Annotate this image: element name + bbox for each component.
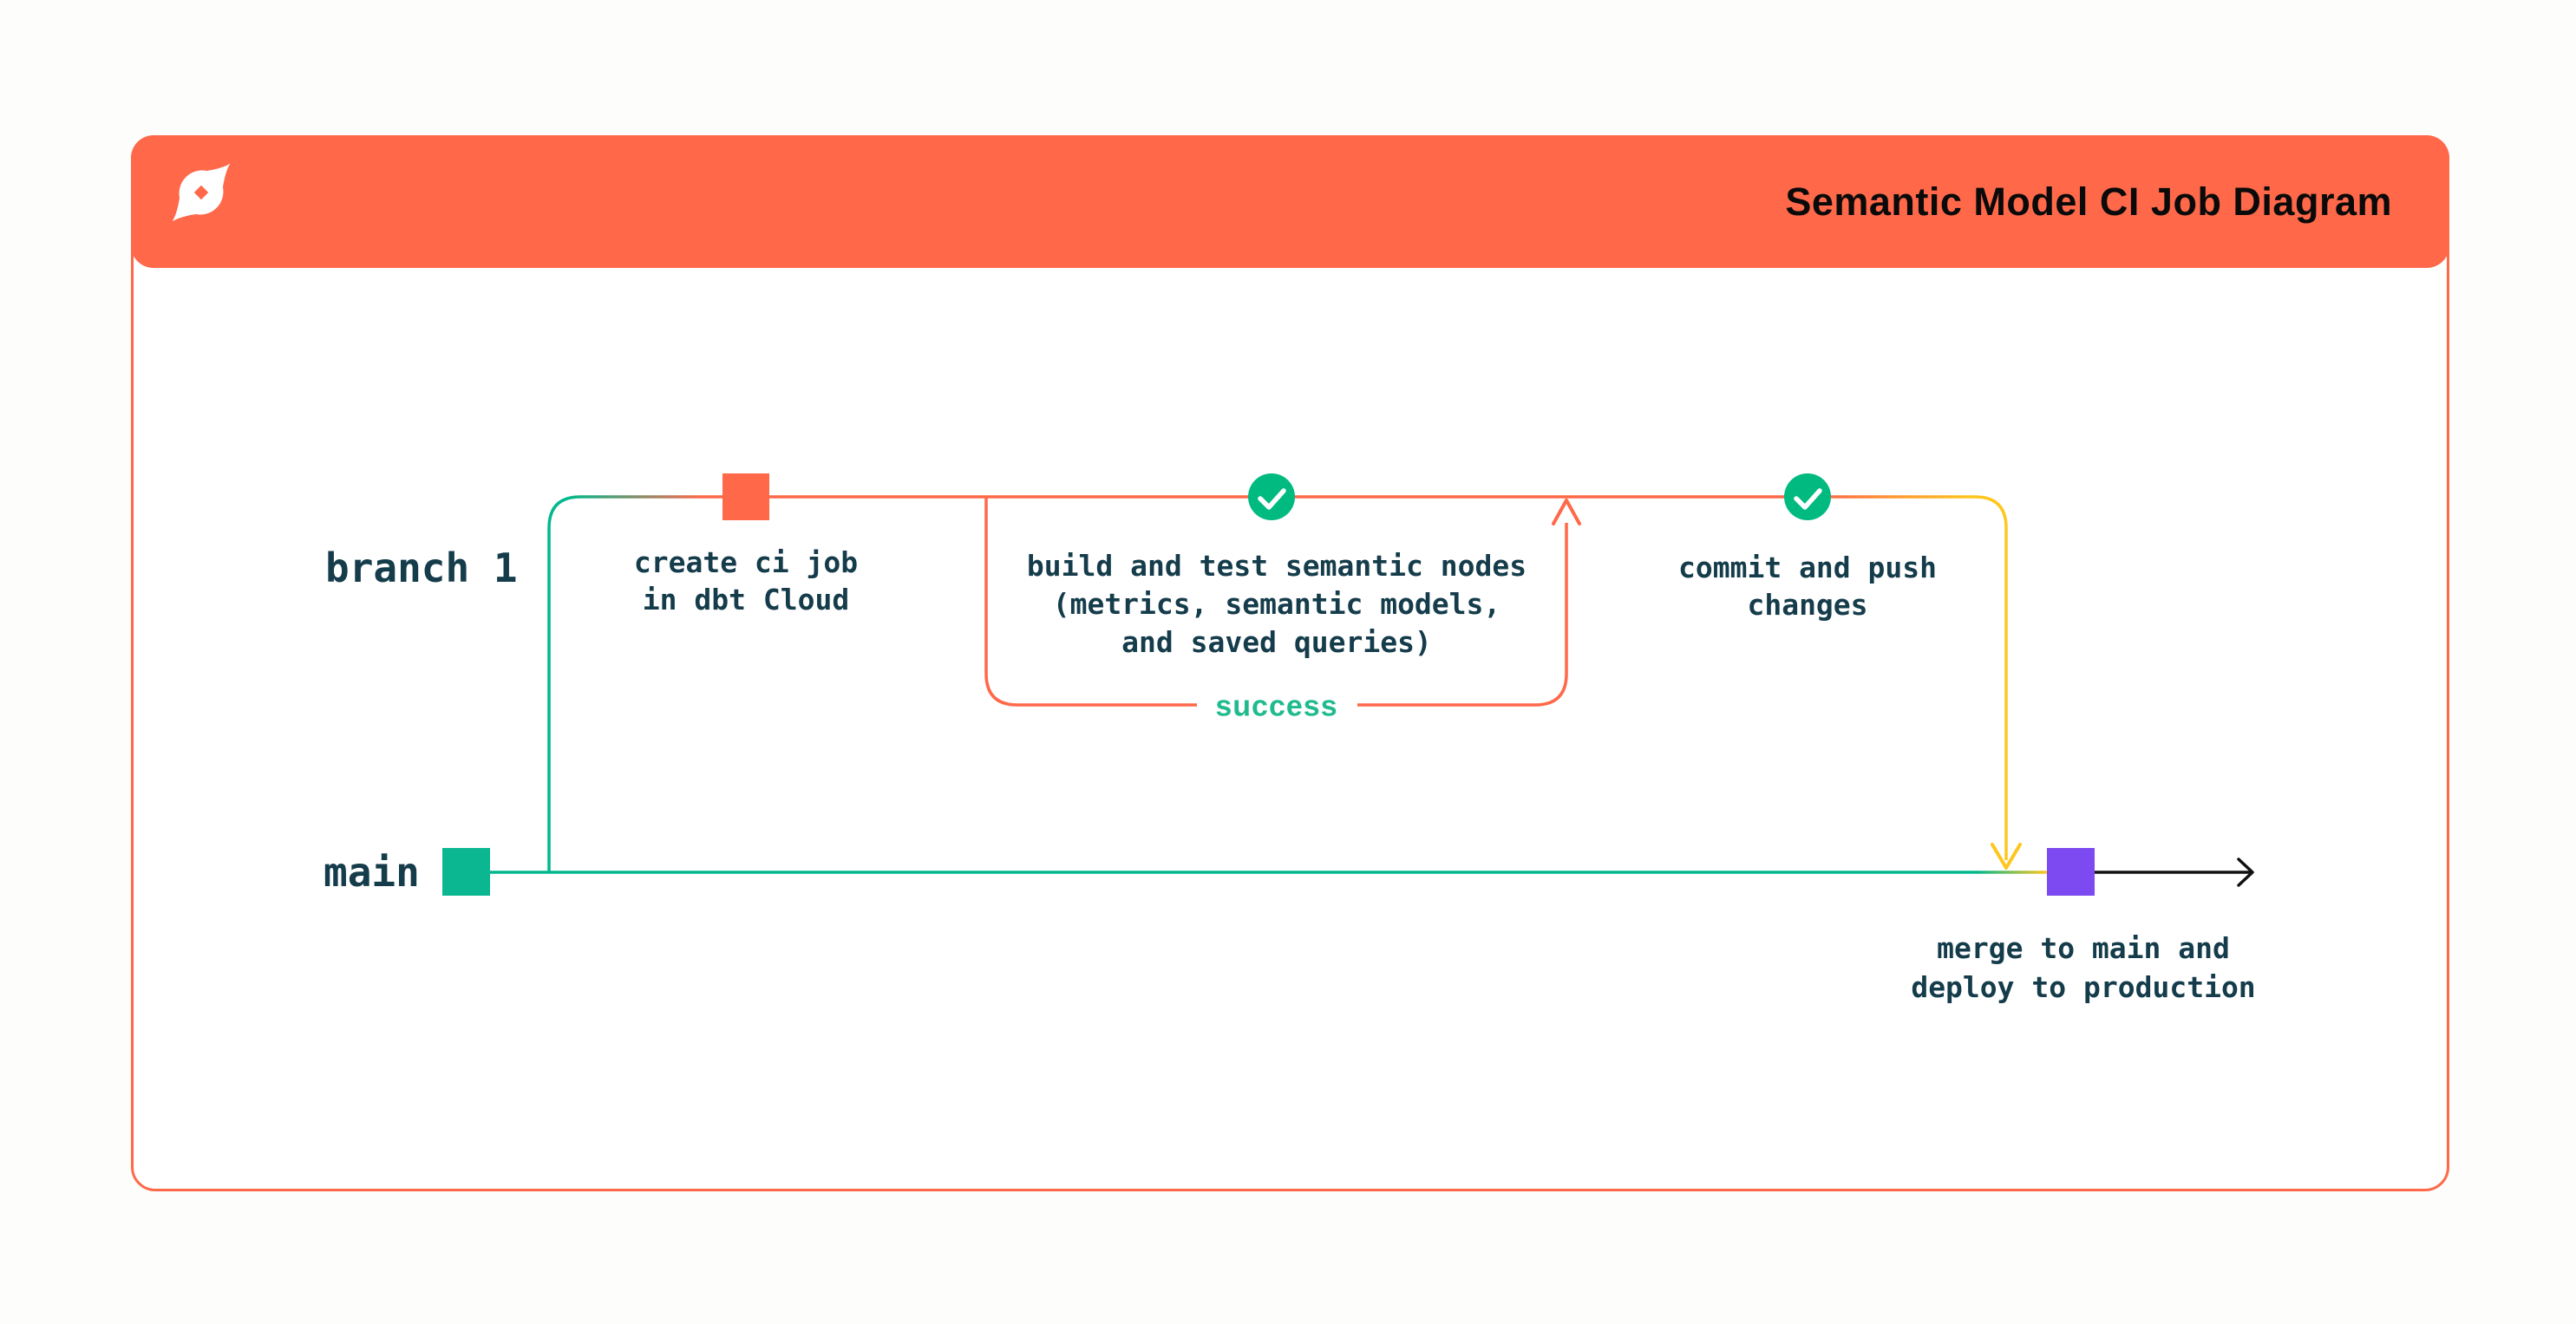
diagram-canvas [442,473,2254,896]
node-line: create ci job [633,545,859,579]
branch-1-label: branch 1 [325,545,518,591]
node-label-commit-push: commit and push changes [1678,549,1937,623]
success-label: success [1215,689,1338,723]
success-loop-right [1357,523,1568,707]
main-label: main [324,849,420,896]
diagram-card: Semantic Model CI Job Diagram [131,135,2449,1191]
arrow-right-icon [2237,858,2254,887]
node-label-build-test: build and test semantic nodes (metrics, s… [1027,547,1527,662]
node-label-create-ci-job: create ci job in dbt Cloud [634,544,858,618]
node-line: commit and push [1677,551,1938,584]
node-line: changes [1747,588,1868,622]
node-line: (metrics, semantic models, [1052,587,1501,621]
node-label-merge: merge to main and deploy to production [1911,929,2255,1007]
arrow-up-icon [1552,499,1581,525]
node-line: merge to main and [1937,931,2230,965]
page-title: Semantic Model CI Job Diagram [1785,179,2392,224]
dbt-logo-icon [172,163,231,222]
commit-marker-create-ci-job [722,473,769,520]
node-line: deploy to production [1911,970,2256,1004]
node-line: in dbt Cloud [642,583,850,616]
commit-marker-main [442,848,490,896]
check-icon-build-test [1248,473,1295,520]
header-bar: Semantic Model CI Job Diagram [131,135,2449,268]
node-line: and saved queries) [1121,625,1432,659]
arrow-down-icon [1991,843,2022,870]
check-icon-commit-push [1784,473,1831,520]
success-loop-left [984,497,1197,707]
node-line: build and test semantic nodes [1026,549,1527,583]
commit-marker-merge [2047,848,2095,896]
